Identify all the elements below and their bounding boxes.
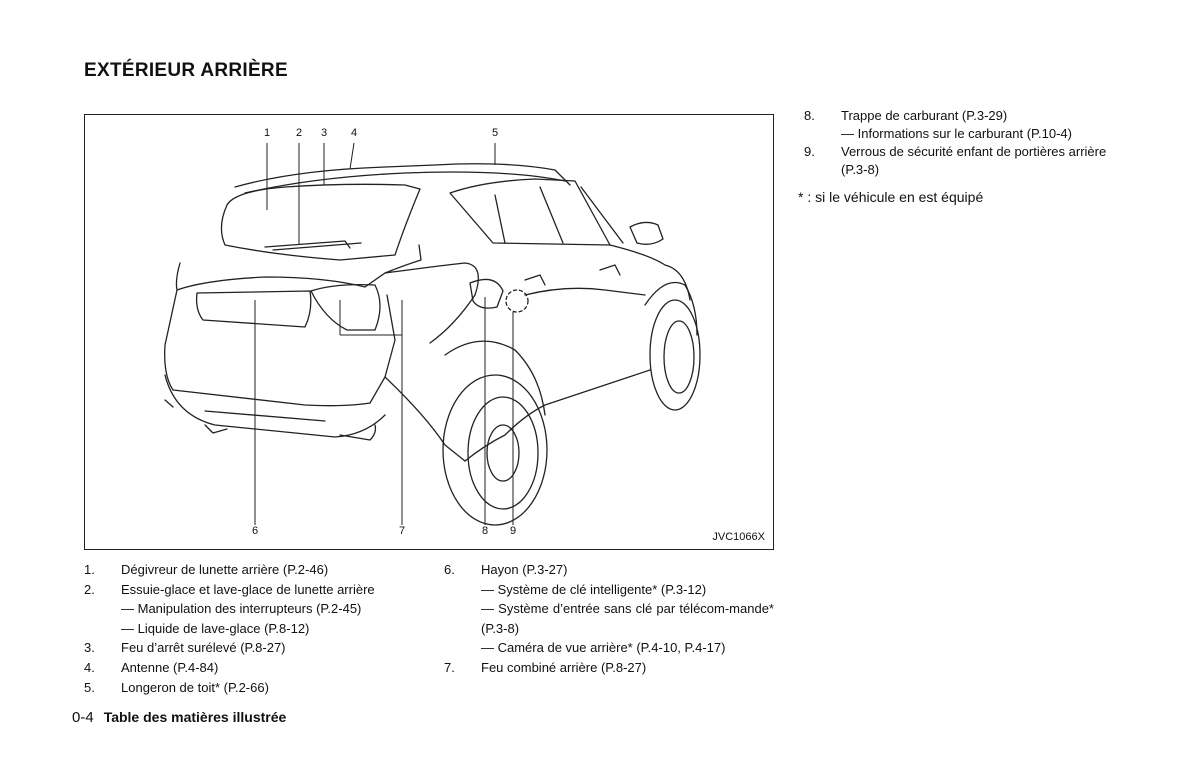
callout-4: 4 (350, 127, 358, 139)
callout-1: 1 (263, 127, 271, 139)
list-subitem: — Système de clé intelligente* (P.3-12) (481, 581, 707, 597)
list-subitem: — Informations sur le carburant (P.10-4) (841, 126, 1072, 141)
list-item: 1. Dégivreur de lunette arrière (P.2-46) (84, 562, 329, 577)
list-item: 7. Feu combiné arrière (P.8-27) (444, 659, 647, 675)
car-drawing (164, 142, 701, 526)
list-item: 9. Verrous de sécurité enfant de portièr… (804, 144, 1107, 177)
list-item: 2. Essuie-glace et lave-glace de lunette… (84, 581, 375, 597)
list-item: 6. Hayon (P.3-27) (444, 562, 568, 577)
section-title: EXTÉRIEUR ARRIÈRE (84, 60, 288, 81)
figure-code: JVC1066X (712, 531, 765, 543)
list-item: 5. Longeron de toit* (P.2-66) (84, 679, 269, 695)
legend-list-right: 8. Trappe de carburant (P.3-29) — Inform… (804, 107, 1134, 179)
equipment-note: * : si le véhicule en est équipé (798, 189, 984, 205)
page-footer: 0-4 Table des matières illustrée (72, 709, 286, 726)
legend-list-left: 1. Dégivreur de lunette arrière (P.2-46)… (84, 560, 414, 697)
list-item: 3. Feu d’arrêt surélevé (P.8-27) (84, 640, 286, 656)
callout-8: 8 (481, 525, 489, 537)
list-item: 8. Trappe de carburant (P.3-29) (804, 108, 1008, 123)
callout-2: 2 (295, 127, 303, 139)
page-number: 0-4 (72, 709, 94, 726)
callout-6: 6 (251, 525, 259, 537)
list-item: 4. Antenne (P.4-84) (84, 659, 219, 675)
callout-3: 3 (320, 127, 328, 139)
callout-7: 7 (398, 525, 406, 537)
callout-9: 9 (509, 525, 517, 537)
list-subitem: — Système d’entrée sans clé par télécom-… (481, 601, 774, 636)
list-subitem: — Caméra de vue arrière* (P.4-10, P.4-17… (481, 640, 726, 656)
legend-list-middle: 6. Hayon (P.3-27) — Système de clé intel… (444, 560, 774, 678)
list-subitem: — Manipulation des interrupteurs (P.2-45… (121, 601, 362, 617)
callout-5: 5 (491, 127, 499, 139)
list-subitem: — Liquide de lave-glace (P.8-12) (121, 620, 310, 636)
vehicle-rear-illustration: 1 2 3 4 5 6 7 8 9 JVC1066X (84, 114, 774, 550)
footer-section-title: Table des matières illustrée (103, 709, 287, 725)
